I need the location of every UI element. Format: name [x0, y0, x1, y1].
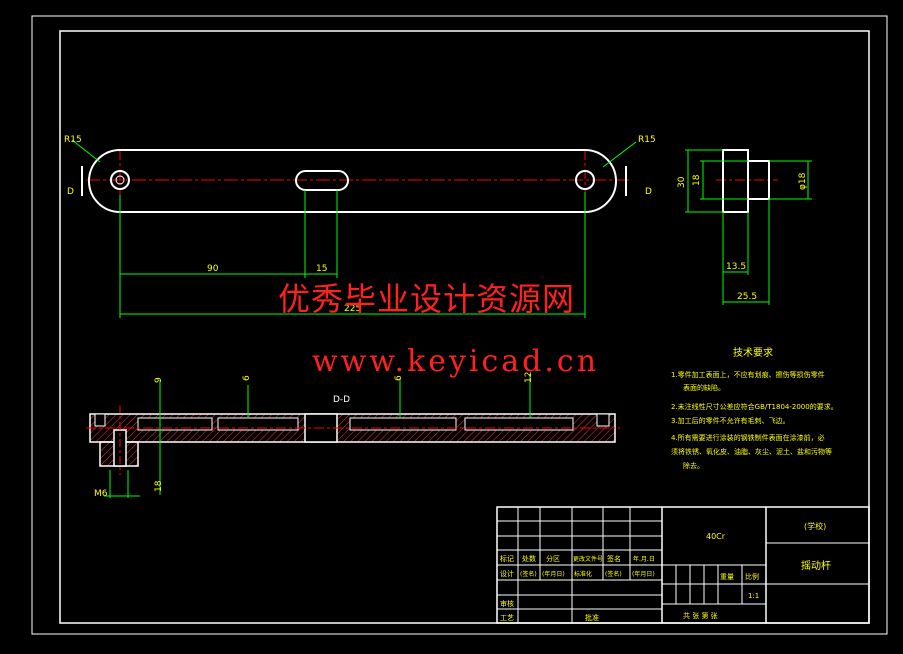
- dim-13-5-label: 13.5: [726, 262, 746, 272]
- dim-25-5-label: 25.5: [737, 292, 757, 302]
- tb-ymd: (年月日): [542, 570, 565, 578]
- tech-line-7: 除去。: [683, 461, 704, 470]
- top-view: [71, 139, 637, 318]
- tech-line-5: 4.所有需要进行涂装的钢铁制件表面在涂漆前，必: [671, 433, 825, 442]
- side-view: [685, 149, 812, 305]
- inner-frame: [59, 30, 870, 624]
- dim-6b-label: 6: [394, 375, 404, 381]
- top-view-labels: R15 R15 D D 90 15 225: [64, 135, 656, 314]
- tb-sign: 签名: [607, 554, 621, 563]
- tb-process: 工艺: [500, 614, 514, 622]
- weight-label: 重量: [720, 573, 734, 581]
- tb-signed2: (签名): [605, 570, 622, 578]
- tech-requirements: 技术要求 1.零件加工表面上，不应有划痕、擦伤等损伤零件 表面的缺陷。 2.未注…: [671, 346, 838, 470]
- tech-line-6: 须将铁锈、氧化皮、油脂、灰尘、泥土、盐和污物等: [671, 447, 832, 456]
- dim-90-label: 90: [207, 264, 219, 274]
- dim-18-label: 18: [154, 480, 164, 492]
- dim-phi18-label: φ18: [798, 172, 808, 190]
- tech-line-4: 3.加工后的零件不允许有毛刺、飞边。: [671, 416, 790, 425]
- section-right-label: D: [645, 187, 652, 197]
- tb-date: 年.月.日: [633, 555, 655, 563]
- tb-standardize: 标准化: [574, 570, 592, 578]
- outer-frame: [31, 15, 888, 635]
- thread-label: M6: [94, 489, 108, 499]
- tech-line-3: 2.未注线性尺寸公差应符合GB/T1804-2000的要求。: [671, 402, 838, 411]
- section-title: D-D: [333, 395, 350, 405]
- watermark-chinese: 优秀毕业设计资源网: [278, 280, 576, 318]
- title-block-text: 40Cr (学校) 摇动杆 标记 处数 分区 更改文件号 签名 年.月.日 设计…: [500, 521, 831, 622]
- dim-225-label: 225: [344, 304, 361, 314]
- section-view-labels: D-D 9 6 6 12 18 M6: [94, 372, 534, 499]
- dim-18-label: 18: [692, 174, 702, 186]
- tech-line-1: 1.零件加工表面上，不应有划痕、擦伤等损伤零件: [671, 370, 825, 379]
- section-view: [86, 374, 620, 498]
- title-block: [496, 506, 870, 624]
- dim-12-label: 12: [524, 372, 534, 383]
- side-view-labels: 30 18 φ18 13.5 25.5: [677, 172, 808, 302]
- tb-ymd2: (年月日): [632, 570, 655, 578]
- radius-left-label: R15: [64, 135, 82, 145]
- school-label: (学校): [804, 521, 826, 531]
- tb-review: 审核: [500, 599, 514, 608]
- dim-30-label: 30: [677, 176, 687, 188]
- tb-zone: 分区: [546, 554, 560, 563]
- dim-6a-label: 6: [242, 375, 252, 381]
- watermark-url: www.keyicad.cn: [312, 344, 600, 379]
- tb-change-no: 更改文件号: [573, 555, 603, 563]
- sheet-info: 共 张 第 张: [683, 611, 718, 620]
- tb-signed: (签名): [520, 570, 537, 578]
- tech-heading: 技术要求: [733, 346, 773, 359]
- part-name: 摇动杆: [801, 559, 831, 572]
- dim-9-label: 9: [154, 377, 164, 383]
- dim-15-label: 15: [316, 264, 327, 274]
- tb-count: 处数: [522, 554, 536, 563]
- radius-right-label: R15: [638, 135, 656, 145]
- section-left-label: D: [67, 187, 74, 197]
- scale-value: 1:1: [748, 592, 759, 600]
- tech-line-2: 表面的缺陷。: [683, 383, 725, 392]
- scale-label: 比例: [745, 572, 759, 581]
- tb-mark: 标记: [500, 554, 514, 563]
- tb-design: 设计: [500, 569, 514, 578]
- tb-approve: 批准: [585, 613, 599, 622]
- material-value: 40Cr: [706, 532, 726, 541]
